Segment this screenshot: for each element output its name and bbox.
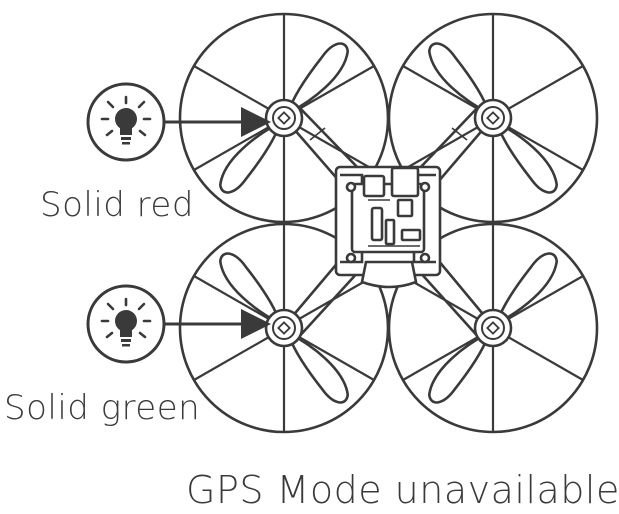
drone-body <box>334 165 442 289</box>
status-label-solid-green: Solid green <box>4 388 201 428</box>
lightbulb-icon <box>86 82 166 162</box>
diagram-caption: GPS Mode unavailable <box>186 468 619 512</box>
status-label-solid-red: Solid red <box>40 185 194 225</box>
lightbulb-icon <box>86 284 166 364</box>
